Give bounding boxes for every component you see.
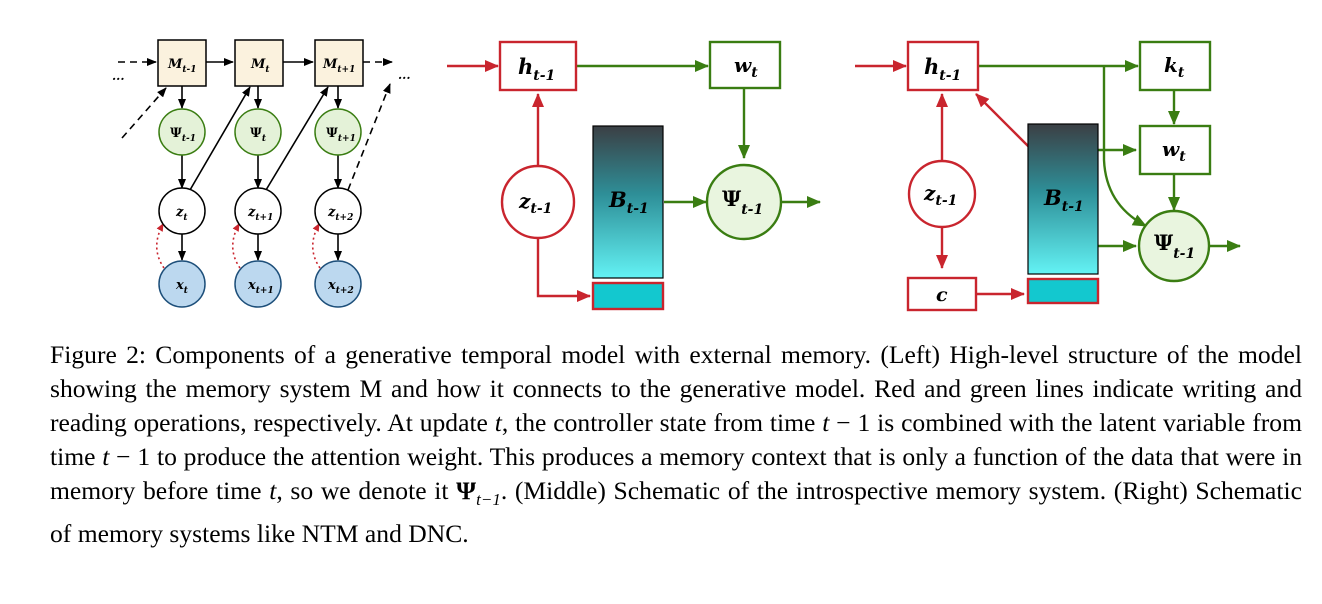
memory-slot [1026,277,1100,305]
memory-label: Bt-1 [608,187,649,217]
latent-label: zt+1 [247,205,273,223]
controller-label: ht-1 [924,54,961,84]
controller-node [498,40,578,92]
observed-label: xt+2 [327,278,354,296]
observed-node [314,260,362,308]
latent-label: zt-1 [923,181,957,209]
observed-label: xt [175,278,189,296]
weight-node [1138,124,1212,176]
controller-node [906,40,980,92]
latent-node [234,187,282,235]
context-label: Ψt-1 [1154,230,1195,262]
c-node [906,276,978,312]
left-panel-nodes: Mt-1 Mt Mt+1 Ψt-1 Ψt Ψt+1 zt zt+1 zt+2 x… [112,39,411,308]
memory-label: Mt [250,57,270,75]
observed-node [158,260,206,308]
figure-diagram: Mt-1 Mt Mt+1 Ψt-1 Ψt Ψt+1 zt zt+1 zt+2 x… [112,39,1241,312]
latent-label: zt+2 [327,205,353,223]
key-node [1138,40,1212,92]
context-node [234,108,282,156]
middle-panel [447,60,821,302]
context-label: Ψt-1 [170,126,196,144]
memory-node [314,39,364,87]
ellipsis-right: ... [398,68,411,82]
right-panel-nodes: ht-1 kt wt zt-1 c Bt-1 Ψt-1 [906,40,1212,312]
weight-label: wt [1162,137,1186,165]
memory-node [157,39,207,87]
latent-node [158,187,206,235]
observed-node [234,260,282,308]
figure-caption: Figure 2: Components of a generative tem… [50,340,1303,549]
key-label: kt [1164,53,1185,81]
latent-node [314,187,362,235]
context-node [705,163,783,241]
middle-panel-nodes: ht-1 wt zt-1 Bt-1 Ψt-1 [498,40,783,311]
c-label: c [936,284,948,306]
memory-label: Bt-1 [1043,185,1084,215]
caption-label: Figure 2: [50,340,147,369]
memory-slot [591,281,665,311]
context-label: Ψt-1 [722,186,763,218]
memory-label: Mt-1 [167,57,197,75]
context-label: Ψt+1 [326,126,356,144]
ellipsis-left: ... [112,69,125,83]
latent-node [907,159,977,229]
context-node [314,108,362,156]
memory-block [592,125,664,279]
latent-label: zt-1 [518,189,552,217]
context-node [158,108,206,156]
right-panel [855,60,1241,300]
left-panel [118,58,393,269]
observed-label: xt+1 [247,278,274,296]
psi-symbol: Ψ [456,476,477,505]
latent-label: zt [175,205,188,223]
memory-node [234,39,284,87]
context-node [1137,209,1211,283]
latent-node [500,164,576,240]
weight-label: wt [734,53,758,81]
memory-block [1027,123,1099,275]
memory-label: Mt+1 [322,57,355,75]
weight-node [708,40,782,90]
controller-label: ht-1 [518,54,555,84]
context-label: Ψt [250,126,267,144]
